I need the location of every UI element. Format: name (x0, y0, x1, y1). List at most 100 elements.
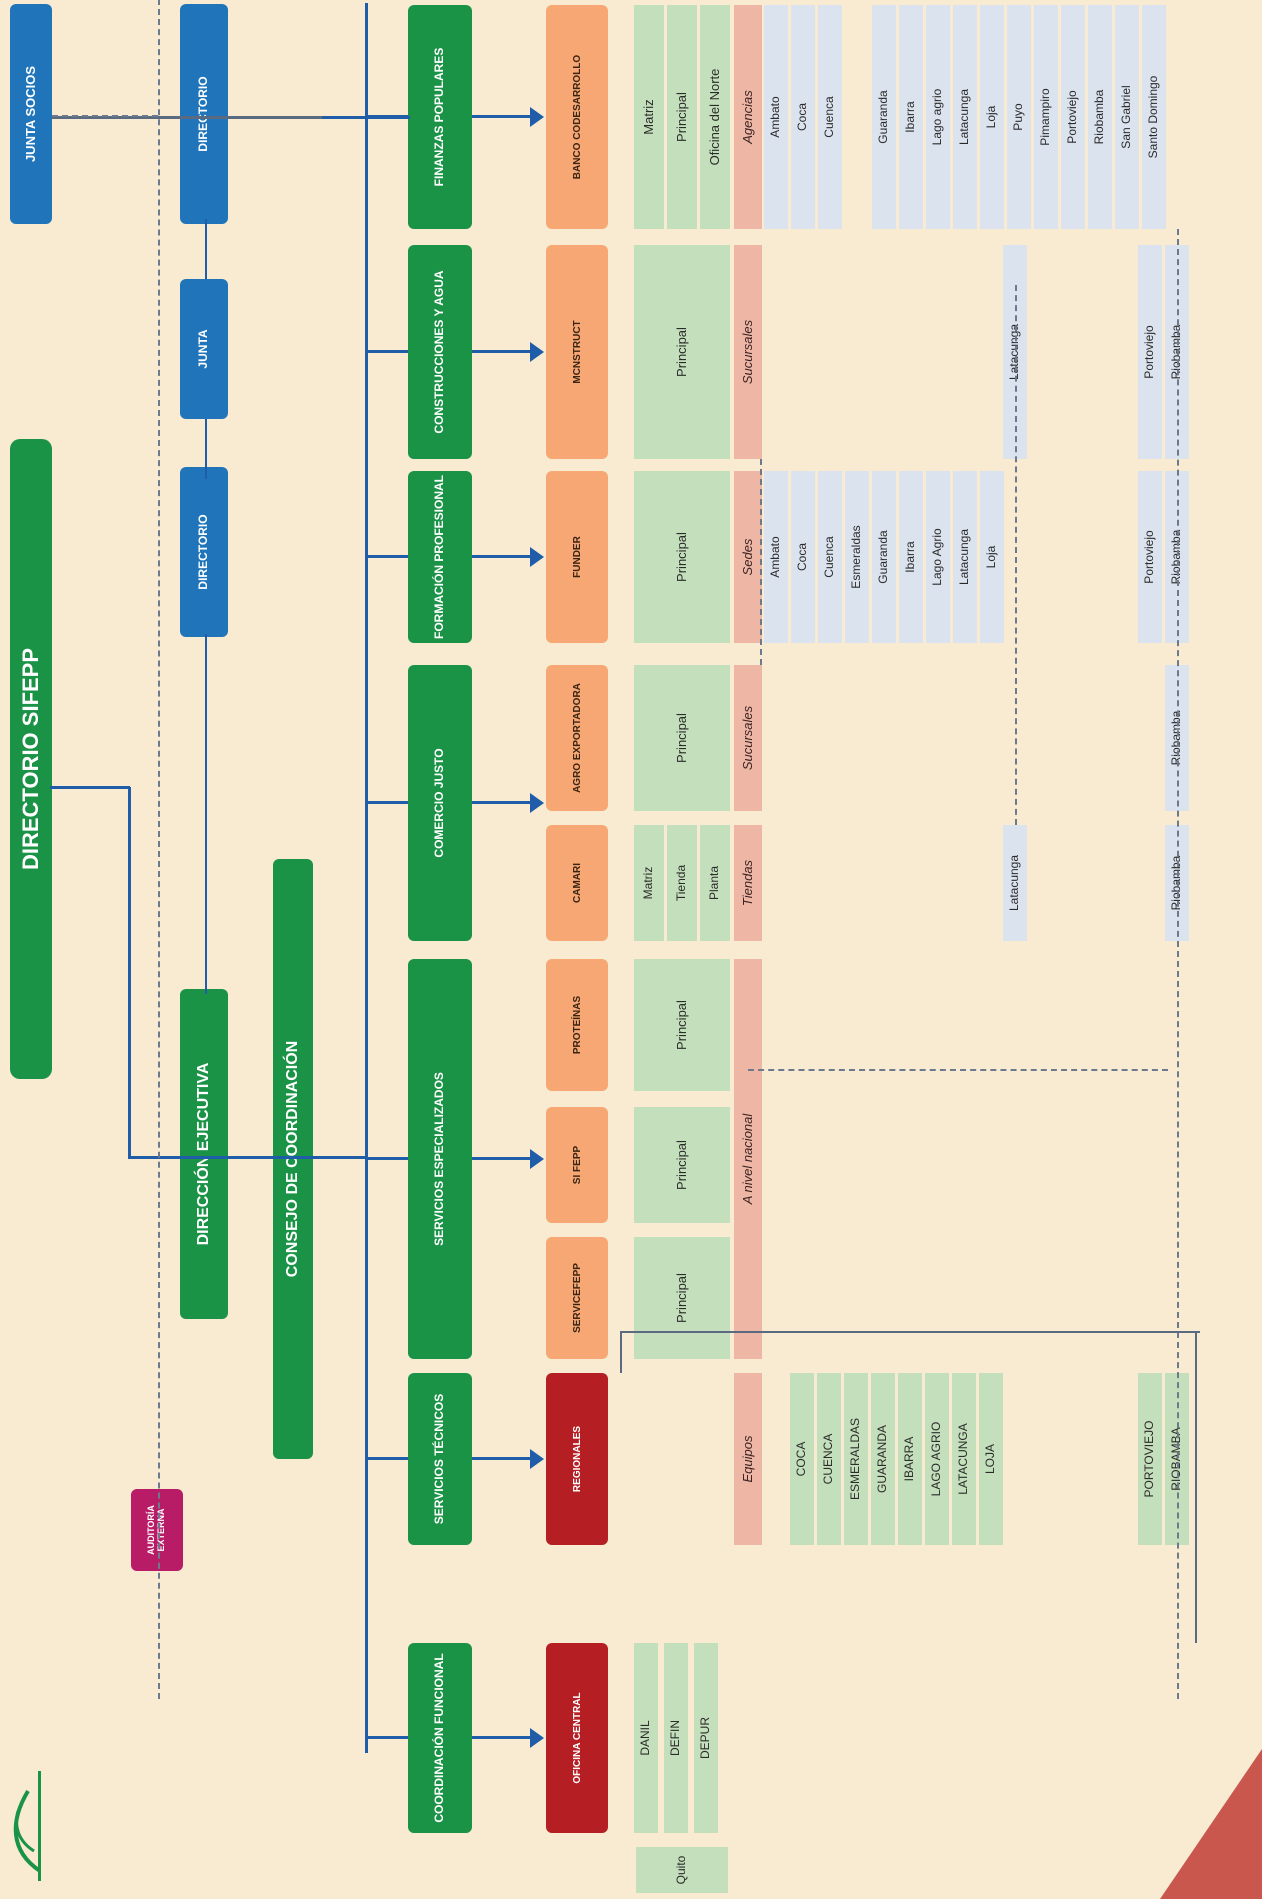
direccion-ejecutiva-label: DIRECCIÓN EJECUTIVA (195, 1062, 213, 1246)
unit-funder[interactable]: FUNDER (546, 471, 608, 643)
funder-sede-esmeraldas: Esmeraldas (845, 471, 869, 643)
camari-planta-label: Planta (707, 865, 722, 901)
directorio-sifepp-box[interactable]: DIRECTORIO SIFEPP (10, 439, 52, 1079)
regional-guaranda: GUARANDA (871, 1373, 895, 1545)
arrow-finanzas-icon (530, 107, 544, 127)
servicefepp-principal: Principal (634, 1237, 730, 1359)
banco-matriz-label: Matriz (640, 99, 656, 135)
junta-socios-box[interactable]: JUNTA SOCIOS (10, 4, 52, 224)
reg-link (620, 1333, 622, 1373)
sifepp-principal-label: Principal (673, 1140, 689, 1190)
link-area-unit-servicios-tecnicos (472, 1457, 532, 1460)
banco-principal-label: Principal (673, 92, 689, 142)
camari-latacunga: Latacunga (1003, 825, 1027, 941)
consejo-coordinacion-label: CONSEJO DE COORDINACIÓN (284, 1040, 302, 1278)
junta-box[interactable]: JUNTA (180, 279, 228, 419)
link-trunk-servicios-tecnicos (366, 1457, 408, 1460)
arrow-formacion-icon (530, 547, 544, 567)
camari-tienda-label: Tienda (674, 864, 689, 902)
servicefepp-principal-label: Principal (673, 1273, 689, 1323)
directorio-2-box[interactable]: DIRECTORIO (180, 467, 228, 637)
banco-agencias-label: Agencias (739, 90, 755, 144)
auditoria-externa-label: AUDITORÍA EXTERNA (146, 1505, 166, 1555)
unit-camari[interactable]: CAMARI (546, 825, 608, 941)
camari-matriz-label: Matriz (641, 866, 656, 900)
oficina-danil: DANIL (634, 1643, 658, 1833)
unit-mcnstruct[interactable]: MCNSTRUCT (546, 245, 608, 459)
oficina-danil-label: DANIL (638, 1720, 653, 1756)
banco-agencia-san-gabriel: San Gabriel (1115, 5, 1139, 229)
area-formacion[interactable]: FORMACIÓN PROFESIONAL (408, 471, 472, 643)
banco-agencia-latacunga: Latacunga (953, 5, 977, 229)
oficina-depur: DEPUR (694, 1643, 718, 1833)
regional-coca: COCA (790, 1373, 814, 1545)
dashed-camari-vert (748, 1069, 1168, 1071)
directorio-sifepp-label: DIRECTORIO SIFEPP (17, 647, 43, 871)
area-comercio-label: COMERCIO JUSTO (432, 748, 447, 858)
unit-si-fepp[interactable]: SI FEPP (546, 1107, 608, 1223)
unit-oficina-central[interactable]: OFICINA CENTRAL (546, 1643, 608, 1833)
unit-servicefepp-label: SERVICEFEPP (571, 1263, 583, 1333)
link-area-unit-comercio (472, 801, 532, 804)
banco-principal: Principal (667, 5, 697, 229)
link-trunk-comercio (366, 801, 408, 804)
auditoria-externa-box[interactable]: AUDITORÍA EXTERNA (131, 1489, 183, 1571)
regionales-portoviejo: PORTOVIEJO (1138, 1373, 1162, 1545)
directorio-1-label: DIRECTORIO (196, 76, 211, 152)
oficina-defin: DEFIN (664, 1643, 688, 1833)
area-finanzas-label: FINANZAS POPULARES (432, 47, 447, 187)
funder-principal-label: Principal (673, 532, 689, 582)
area-finanzas[interactable]: FINANZAS POPULARES (408, 5, 472, 229)
link-trunk-finanzas (366, 115, 408, 118)
area-servicios-tecnicos[interactable]: SERVICIOS TÉCNICOS (408, 1373, 472, 1545)
fepp-logo-icon (13, 1771, 42, 1881)
direccion-ejecutiva-box[interactable]: DIRECCIÓN EJECUTIVA (180, 989, 228, 1319)
regional-latacunga: LATACUNGA (952, 1373, 976, 1545)
area-servicios-especializados[interactable]: SERVICIOS ESPECIALIZADOS (408, 959, 472, 1359)
banco-oficina-norte: Oficina del Norte (700, 5, 730, 229)
area-servicios-especializados-label: SERVICIOS ESPECIALIZADOS (432, 1072, 447, 1246)
banco-agencia-puyo: Puyo (1007, 5, 1031, 229)
unit-servicefepp[interactable]: SERVICEFEPP (546, 1237, 608, 1359)
area-construcciones-label: CONSTRUCCIONES Y AGUA (432, 270, 447, 434)
camari-tiendas: Tiendas (734, 825, 762, 941)
link-trunk-coordinacion (366, 1736, 408, 1739)
camari-tiendas-label: Tiendas (739, 859, 755, 907)
line-junta-directorio (205, 219, 207, 279)
unit-proteinas[interactable]: PROTEÍNAS (546, 959, 608, 1091)
banco-agencia-ibarra: Ibarra (899, 5, 923, 229)
unit-si-fepp-label: SI FEPP (571, 1145, 583, 1185)
funder-sede-ibarra: Ibarra (899, 471, 923, 643)
line-directorio-down (50, 786, 130, 789)
area-servicios-tecnicos-label: SERVICIOS TÉCNICOS (432, 1393, 447, 1525)
quito-label: Quito (674, 1855, 689, 1885)
junta-socios-label: JUNTA SOCIOS (22, 65, 38, 163)
corner-decoration (1160, 1749, 1262, 1899)
link-area-unit-finanzas (472, 115, 532, 118)
area-coordinacion[interactable]: COORDINACIÓN FUNCIONAL (408, 1643, 472, 1833)
banco-agencias: Agencias (734, 5, 762, 229)
unit-funder-label: FUNDER (571, 536, 583, 578)
area-construcciones[interactable]: CONSTRUCCIONES Y AGUA (408, 245, 472, 459)
directorio-2-label: DIRECTORIO (196, 514, 211, 590)
oficina-depur-label: DEPUR (698, 1717, 713, 1760)
unit-agro[interactable]: AGRO EXPORTADORA (546, 665, 608, 811)
link-area-unit-servicios-especializados (472, 1157, 532, 1160)
arrow-servicios-tecnicos-icon (530, 1449, 544, 1469)
regional-lago-agrio: LAGO AGRIO (925, 1373, 949, 1545)
unit-camari-label: CAMARI (571, 863, 583, 903)
banco-agencia-ambato: Ambato (764, 5, 788, 229)
banco-agencia-pimampiro: Pimampiro (1034, 5, 1058, 229)
funder-sede-latacunga: Latacunga (953, 471, 977, 643)
funder-sedes: Sedes (734, 471, 762, 643)
unit-banco[interactable]: BANCO CODESARROLLO (546, 5, 608, 229)
unit-regionales[interactable]: REGIONALES (546, 1373, 608, 1545)
consejo-coordinacion-box[interactable]: CONSEJO DE COORDINACIÓN (273, 859, 313, 1459)
link-trunk-formacion (366, 555, 408, 558)
funder-portoviejo-label: Portoviejo (1142, 530, 1157, 584)
directorio-1-box[interactable]: DIRECTORIO (180, 4, 228, 224)
area-comercio[interactable]: COMERCIO JUSTO (408, 665, 472, 941)
unit-proteinas-label: PROTEÍNAS (571, 995, 583, 1055)
proteinas-principal: Principal (634, 959, 730, 1091)
camari-tienda: Tienda (667, 825, 697, 941)
